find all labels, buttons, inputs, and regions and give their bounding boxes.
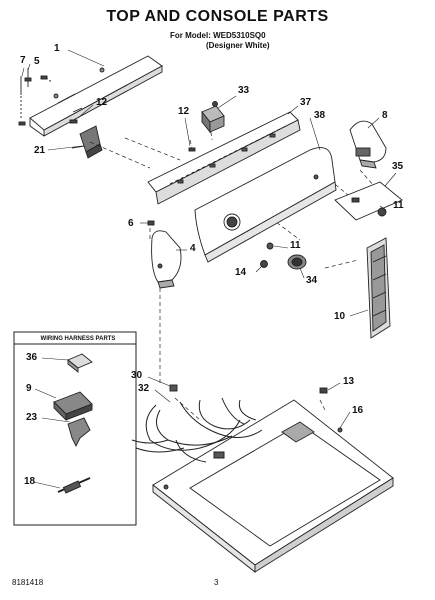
callout-37: 37 bbox=[300, 97, 312, 108]
part-control-bracket bbox=[71, 125, 103, 159]
callout-1: 1 bbox=[54, 43, 60, 54]
model-number: For Model: WED5310SQ0 bbox=[170, 31, 266, 40]
callout-5: 5 bbox=[34, 56, 40, 67]
screw-part-7 bbox=[18, 68, 32, 126]
callout-8: 8 bbox=[382, 110, 388, 121]
callout-9: 9 bbox=[26, 383, 32, 394]
part-switch bbox=[201, 101, 225, 134]
callout-18: 18 bbox=[24, 476, 36, 487]
part-console-bracket bbox=[147, 111, 301, 205]
callout-12-middle: 12 bbox=[178, 106, 190, 117]
callout-23: 23 bbox=[26, 412, 38, 423]
screw-part-12-middle bbox=[188, 147, 196, 152]
page-title: TOP AND CONSOLE PARTS bbox=[106, 8, 329, 25]
part-terminal-block bbox=[53, 391, 93, 422]
callout-33: 33 bbox=[238, 85, 250, 96]
model-variant: (Designer White) bbox=[206, 41, 270, 50]
part-top-panel bbox=[152, 399, 394, 573]
callout-6: 6 bbox=[128, 218, 134, 229]
wiring-harness-title: WIRING HARNESS PARTS bbox=[40, 336, 116, 342]
callout-16: 16 bbox=[352, 405, 364, 416]
wiring-harness-box bbox=[13, 331, 137, 526]
callout-21: 21 bbox=[34, 145, 46, 156]
part-end-cap-right bbox=[349, 120, 387, 169]
part-console-panel bbox=[194, 147, 337, 263]
callout-11-middle: 11 bbox=[290, 240, 301, 251]
document-number: 8181418 bbox=[12, 578, 44, 587]
page-number: 3 bbox=[214, 578, 219, 587]
callout-34: 34 bbox=[306, 275, 318, 286]
screw-part-12-left bbox=[69, 107, 83, 124]
callout-11-right: 11 bbox=[393, 200, 404, 211]
part-end-cap-left bbox=[151, 230, 182, 289]
callout-7: 7 bbox=[20, 55, 26, 66]
callout-4: 4 bbox=[190, 243, 196, 254]
callout-14: 14 bbox=[235, 267, 247, 278]
callout-35: 35 bbox=[392, 161, 404, 172]
part-wiring-harness bbox=[131, 397, 263, 463]
part-knob-shaft bbox=[260, 242, 274, 268]
part-harness-clip bbox=[169, 384, 178, 392]
model-info: For Model: WED5310SQ0 (Designer White) bbox=[170, 31, 270, 51]
part-mounting-plate bbox=[334, 181, 403, 221]
callout-30: 30 bbox=[131, 370, 143, 381]
screw-part-5 bbox=[40, 75, 53, 83]
part-harness-clamp bbox=[67, 417, 91, 448]
part-thermal-fuse bbox=[57, 477, 91, 494]
part-harness-connector bbox=[67, 353, 93, 373]
screw-part-6 bbox=[147, 220, 155, 226]
callout-36: 36 bbox=[26, 352, 38, 363]
callout-12-left: 12 bbox=[96, 97, 108, 108]
callout-38: 38 bbox=[314, 110, 326, 121]
part-knob bbox=[287, 254, 307, 270]
callout-10: 10 bbox=[334, 311, 346, 322]
screw-part-13 bbox=[319, 387, 328, 394]
callout-13: 13 bbox=[343, 376, 355, 387]
callout-32: 32 bbox=[138, 383, 150, 394]
part-lint-screen bbox=[366, 237, 391, 339]
part-back-panel bbox=[29, 55, 163, 137]
